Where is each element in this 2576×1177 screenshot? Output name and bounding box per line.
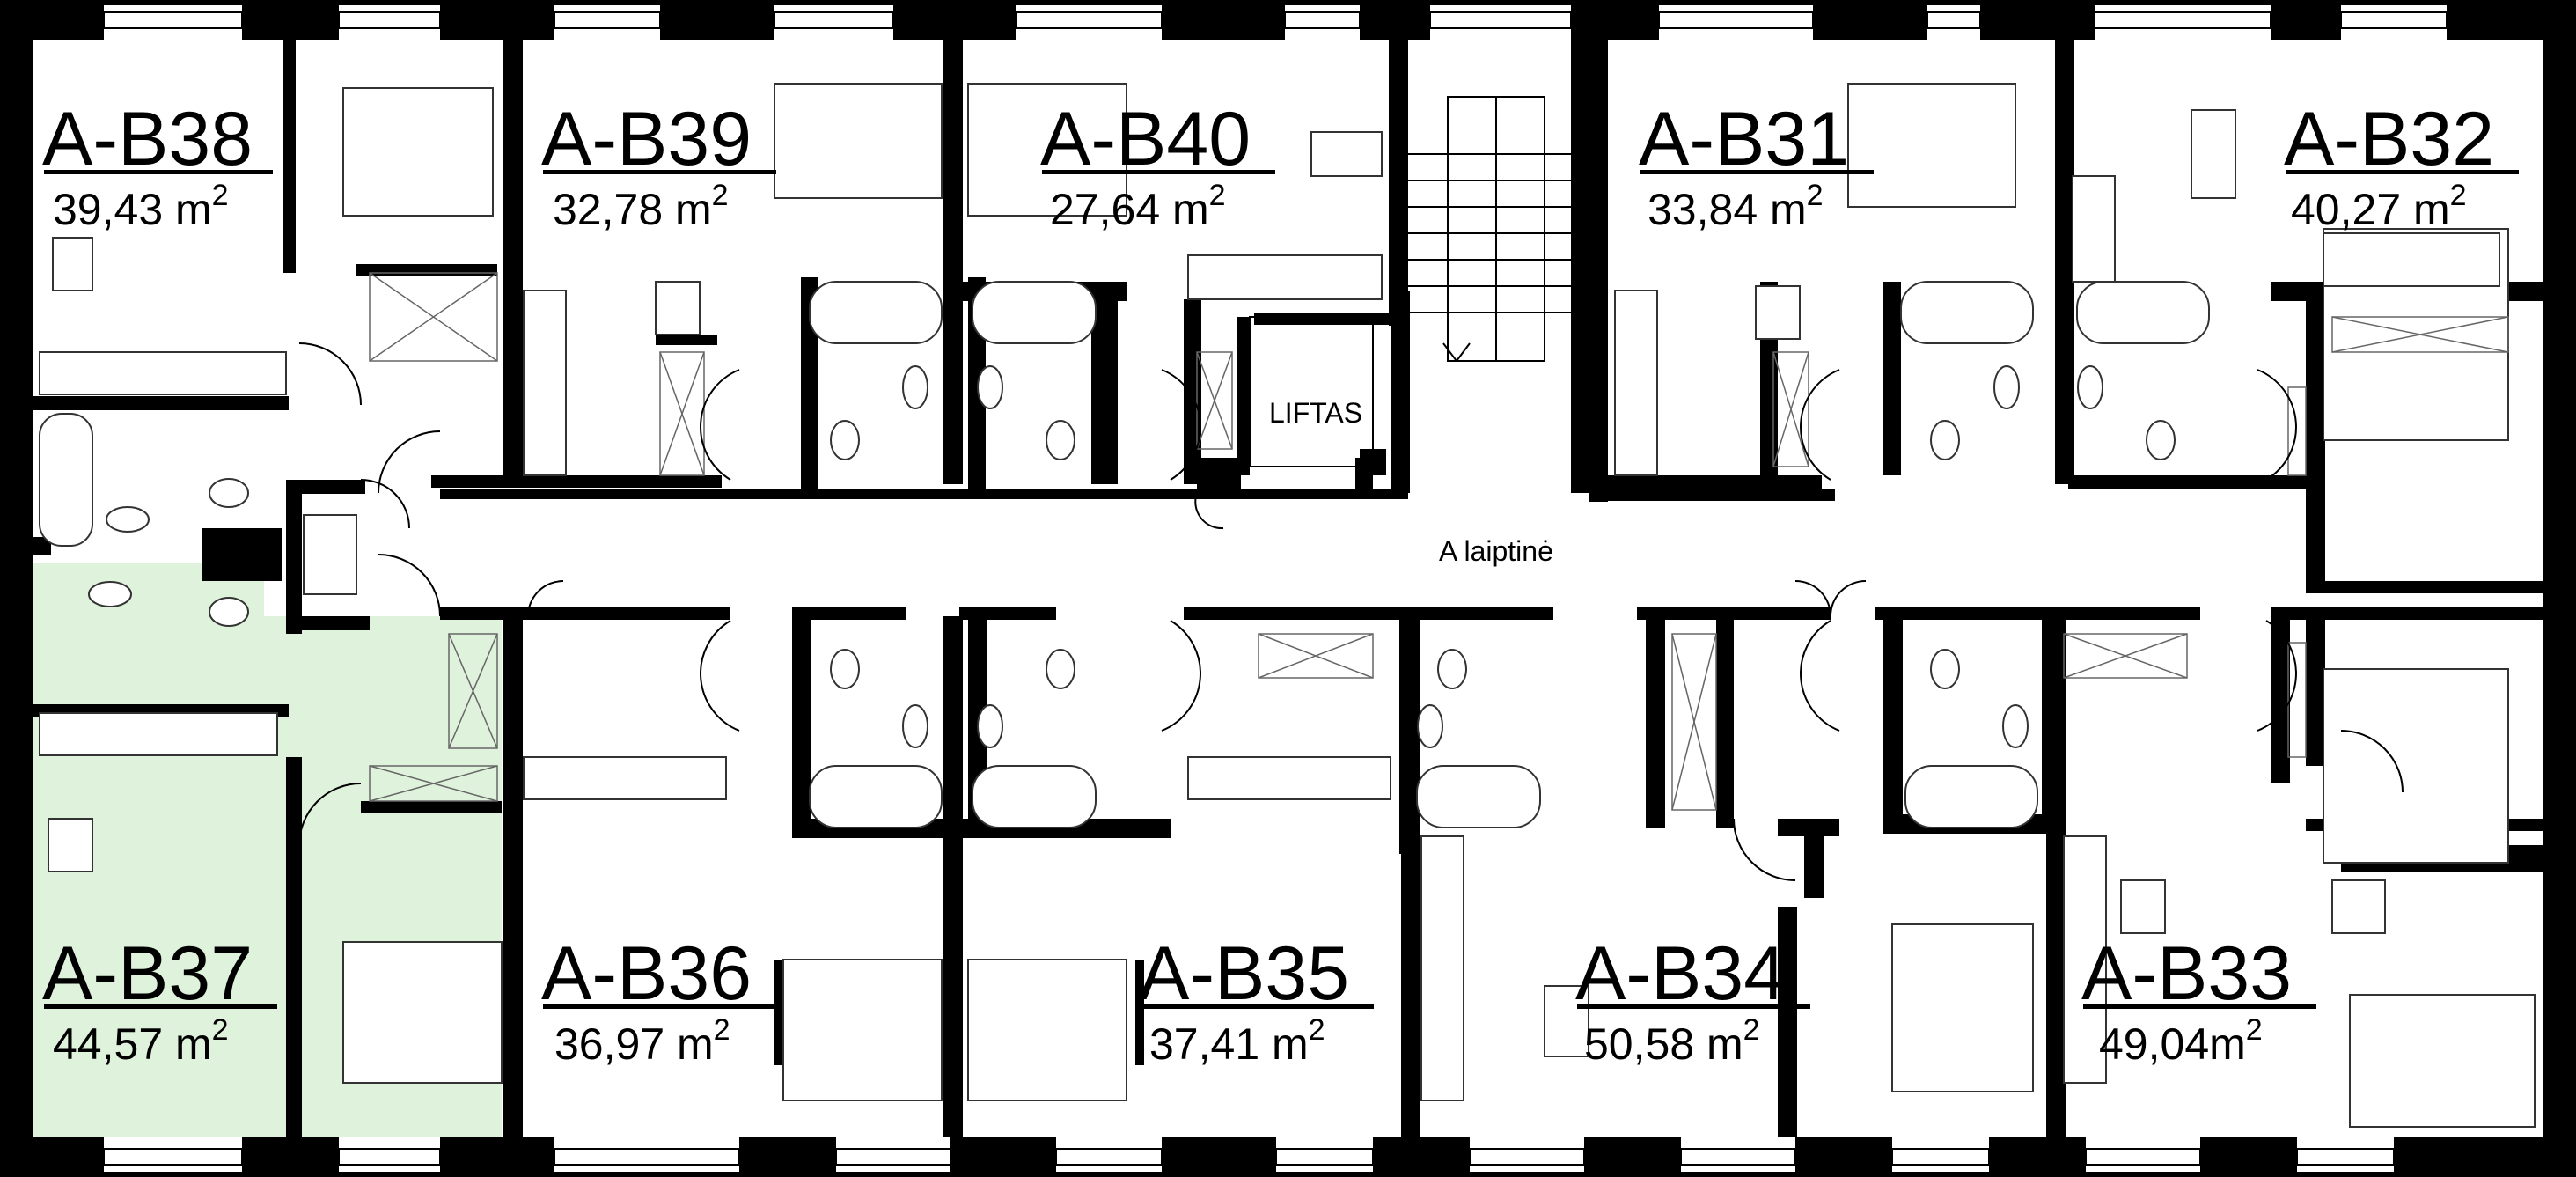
unit-code: A-B31 [1639,97,1849,181]
unit-area: 32,78 m2 [553,179,729,234]
stair-core [1391,35,1589,493]
unit-a-b34[interactable]: A-B34 50,58 m2 [1575,931,1810,1069]
unit-code: A-B33 [2081,931,2292,1016]
unit-area: 27,64 m2 [1050,179,1226,234]
unit-area: 50,58 m2 [1584,1013,1760,1069]
corridor-walls [33,291,2543,766]
unit-code: A-B35 [1139,931,1349,1016]
fixtures [39,83,2536,1128]
unit-area: 44,57 m2 [53,1013,229,1069]
unit-a-b32[interactable]: A-B32 40,27 m2 [2284,97,2519,234]
bottom-windows [103,1148,2395,1166]
unit-a-b33[interactable]: A-B33 49,04m2 [2081,931,2316,1069]
entrance-door [303,514,357,595]
unit-code: A-B32 [2284,97,2494,181]
unit-a-b36[interactable]: A-B36 36,97 m2 [541,931,776,1069]
unit-a-b40[interactable]: A-B40 27,64 m2 [1040,97,1275,234]
unit-a-b35[interactable]: A-B35 37,41 m2 [1139,931,1374,1069]
stairwell-label: A laiptinė [1439,535,1553,567]
unit-area: 49,04m2 [2099,1013,2263,1069]
elevator-shaft [1237,316,1386,475]
unit-code: A-B34 [1575,931,1786,1016]
unit-a-b39[interactable]: A-B39 32,78 m2 [541,97,776,234]
unit-a-b37[interactable]: A-B37 44,57 m2 [42,931,277,1069]
unit-area: 33,84 m2 [1648,179,1824,234]
elevator-label: LIFTAS [1269,397,1362,429]
unit-code: A-B40 [1040,97,1251,181]
unit-area: 39,43 m2 [53,179,229,234]
unit-area: 36,97 m2 [554,1013,730,1069]
unit-area: 40,27 m2 [2291,179,2467,234]
top-windows [103,11,2448,29]
ventilation-grille [202,537,277,572]
unit-code: A-B39 [541,97,752,181]
unit-code: A-B37 [42,931,253,1016]
unit-code: A-B38 [42,97,253,181]
unit-a-b38[interactable]: A-B38 39,43 m2 [42,97,273,234]
door-swings [298,342,2404,881]
unit-area: 37,41 m2 [1149,1013,1325,1069]
unit-code: A-B36 [541,931,752,1016]
unit-a-b31[interactable]: A-B31 33,84 m2 [1639,97,1874,234]
